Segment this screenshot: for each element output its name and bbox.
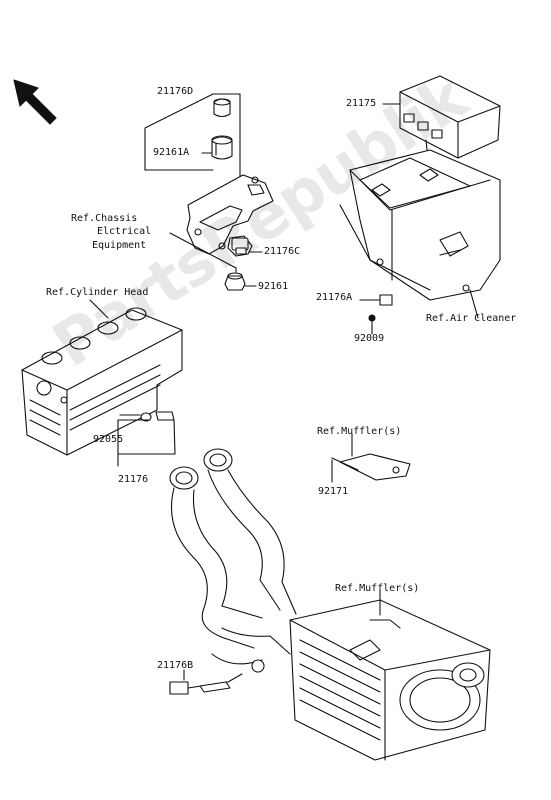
- part-label-21176D: 21176D: [157, 86, 194, 97]
- part-label-21176: 21176: [118, 474, 149, 485]
- ref-muffler-upper: Ref.Muffler(s): [317, 426, 402, 437]
- part-label-92055: 92055: [93, 434, 124, 445]
- ref-air-cleaner: Ref.Air Cleaner: [426, 313, 517, 324]
- sensor-21176A: [359, 294, 393, 335]
- part-label-92171: 92171: [318, 486, 349, 497]
- muffler: [289, 589, 491, 761]
- part-label-21176A: 21176A: [316, 292, 353, 303]
- ref-chassis-line2: Elctrical: [97, 226, 152, 237]
- sensor-21176C: [231, 237, 263, 255]
- part-label-21175: 21175: [346, 98, 377, 109]
- part-label-21176B: 21176B: [157, 660, 194, 671]
- part-label-21176C: 21176C: [264, 246, 301, 257]
- part-label-92161A: 92161A: [153, 147, 190, 158]
- ref-muffler-lower: Ref.Muffler(s): [335, 583, 420, 594]
- exhaust-headers: [169, 448, 297, 665]
- grommet-92161: [224, 272, 257, 291]
- sensor-21176: [117, 411, 176, 467]
- air-cleaner-box: [339, 149, 501, 319]
- cylinder-head: [21, 299, 183, 456]
- part-label-92009: 92009: [354, 333, 385, 344]
- muffler-bracket-92171: [331, 433, 411, 483]
- front-direction-arrow-icon: [13, 79, 57, 125]
- sensor-21176D: [211, 98, 233, 160]
- ref-cylinder-head: Ref.Cylinder Head: [46, 287, 149, 298]
- sensor-21176B: [169, 659, 265, 695]
- ref-chassis-line1: Ref.Chassis: [71, 213, 138, 224]
- part-label-92161: 92161: [258, 281, 289, 292]
- ref-chassis-line3: Equipment: [92, 240, 147, 251]
- ecu-21175: [382, 75, 501, 179]
